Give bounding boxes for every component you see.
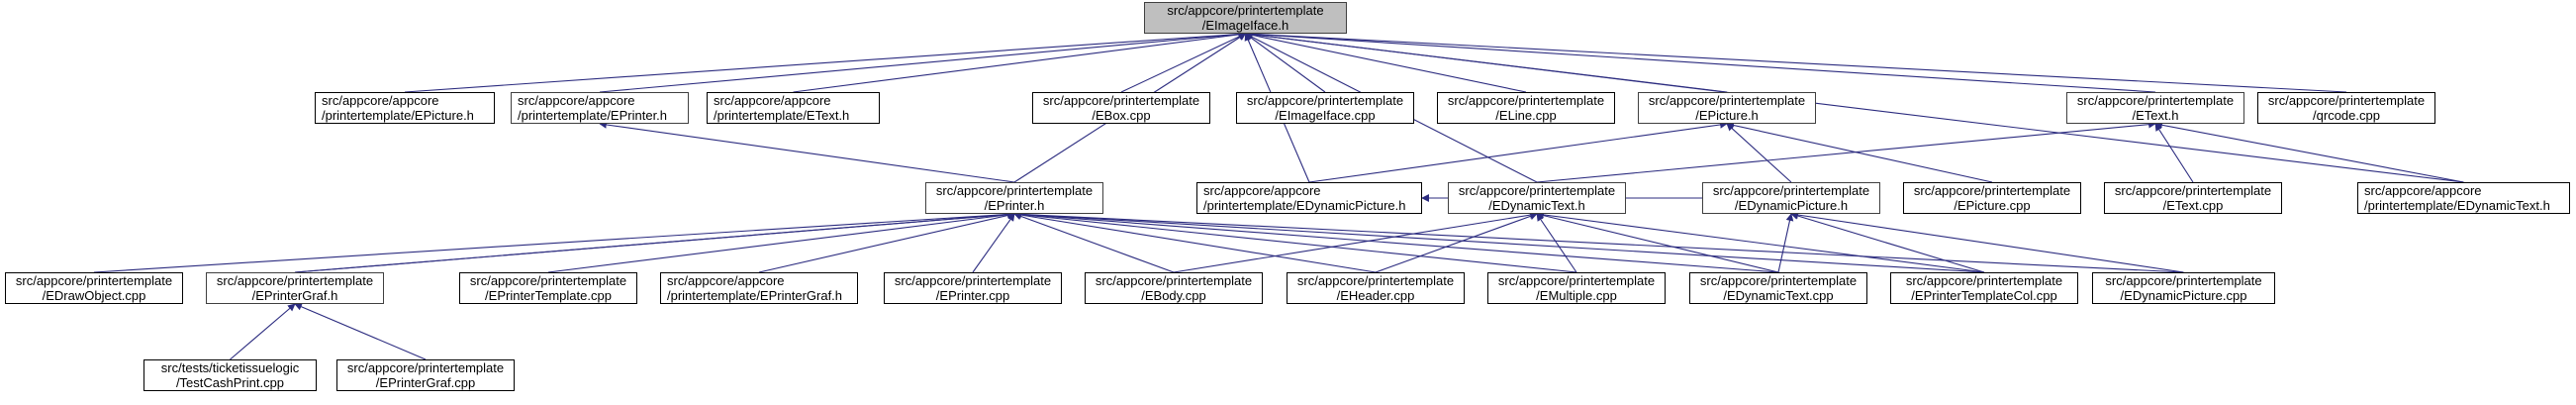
graph-edge — [93, 210, 1015, 273]
graph-edge — [2154, 123, 2194, 183]
graph-node[interactable]: src/appcore/appcore /printertemplate/EPi… — [315, 92, 495, 124]
graph-edge — [404, 30, 1247, 93]
graph-node[interactable]: src/appcore/printertemplate /EDynamicPic… — [2092, 272, 2275, 304]
graph-edge — [294, 210, 1015, 273]
graph-node[interactable]: src/appcore/printertemplate /qrcode.cpp — [2257, 92, 2435, 124]
graph-edge — [1013, 212, 1175, 273]
graph-node[interactable]: src/appcore/appcore /printertemplate/EDy… — [2357, 182, 2570, 214]
graph-node[interactable]: src/appcore/appcore /printertemplate/EDy… — [1196, 182, 1422, 214]
graph-edge — [1536, 120, 2156, 183]
graph-edge — [1726, 121, 1993, 183]
graph-node[interactable]: src/tests/ticketissuelogic /TestCashPrin… — [143, 359, 317, 391]
graph-edge — [294, 303, 427, 360]
graph-node[interactable]: src/appcore/printertemplate /EDynamicTex… — [1448, 182, 1626, 214]
graph-edge — [1536, 211, 1985, 273]
graph-edge — [1013, 210, 1577, 273]
graph-edge — [2154, 121, 2464, 183]
graph-node[interactable]: src/appcore/printertemplate /EDrawObject… — [5, 272, 183, 304]
graph-node[interactable]: src/appcore/printertemplate /EText.h — [2066, 92, 2244, 124]
graph-edge — [230, 303, 296, 360]
graph-node[interactable]: src/appcore/printertemplate /EPicture.h — [1638, 92, 1816, 124]
graph-node[interactable]: src/appcore/printertemplate /EBody.cpp — [1085, 272, 1263, 304]
graph-node[interactable]: src/appcore/appcore /printertemplate/EPr… — [660, 272, 858, 304]
graph-edge — [1013, 211, 1377, 273]
graph-edge — [1244, 31, 1527, 93]
graph-edge — [793, 31, 1247, 93]
graph-node[interactable]: src/appcore/appcore /printertemplate/ETe… — [707, 92, 880, 124]
graph-node[interactable]: src/appcore/printertemplate /EPrinter.h — [925, 182, 1103, 214]
graph-edge — [758, 211, 1015, 273]
graph-edge — [1013, 210, 2184, 273]
graph-edge — [972, 213, 1015, 273]
graph-edge — [1375, 212, 1538, 273]
graph-edge — [1777, 213, 1794, 273]
graph-node[interactable]: src/appcore/printertemplate /EImageIface… — [1236, 92, 1414, 124]
graph-edge — [1013, 210, 1779, 273]
graph-edge — [1244, 31, 1728, 93]
graph-edge — [1244, 30, 2347, 93]
graph-edge — [1790, 211, 2184, 273]
graph-edge — [294, 210, 1015, 273]
graph-node[interactable]: src/appcore/printertemplate /EPrinterTem… — [1890, 272, 2078, 304]
graph-node[interactable]: src/appcore/printertemplate /EPrinterGra… — [206, 272, 384, 304]
graph-edge — [1536, 213, 1577, 273]
graph-node[interactable]: src/appcore/appcore /printertemplate/EPr… — [511, 92, 689, 124]
graph-edge — [1120, 33, 1247, 93]
graph-edge — [1536, 211, 1779, 273]
graph-edge — [1244, 33, 1326, 93]
graph-node[interactable]: src/appcore/printertemplate /EText.cpp — [2104, 182, 2282, 214]
graph-node[interactable]: src/appcore/printertemplate /ELine.cpp — [1437, 92, 1615, 124]
graph-node[interactable]: src/appcore/printertemplate /EPrinterTem… — [459, 272, 637, 304]
graph-node[interactable]: src/appcore/printertemplate /EHeader.cpp — [1287, 272, 1465, 304]
graph-node[interactable]: src/appcore/printertemplate /EBox.cpp — [1032, 92, 1210, 124]
graph-node-root[interactable]: src/appcore/printertemplate /EImageIface… — [1144, 2, 1347, 34]
graph-edge — [1790, 212, 1985, 273]
graph-node[interactable]: src/appcore/printertemplate /EDynamicTex… — [1689, 272, 1867, 304]
graph-edge — [547, 211, 1015, 273]
graph-node[interactable]: src/appcore/printertemplate /EPrinterGra… — [336, 359, 515, 391]
graph-node[interactable]: src/appcore/printertemplate /EPicture.cp… — [1903, 182, 2081, 214]
graph-edge — [1244, 30, 2156, 93]
graph-node[interactable]: src/appcore/printertemplate /EPrinter.cp… — [884, 272, 1062, 304]
graph-edge — [1173, 211, 1538, 273]
graph-edge — [1726, 123, 1792, 183]
graph-node[interactable]: src/appcore/printertemplate /EMultiple.c… — [1487, 272, 1666, 304]
graph-edge — [1308, 121, 1728, 183]
graph-edge — [599, 30, 1247, 93]
graph-edge — [1013, 210, 1985, 273]
graph-edge — [599, 121, 1015, 183]
graph-node[interactable]: src/appcore/printertemplate /EDynamicPic… — [1702, 182, 1880, 214]
